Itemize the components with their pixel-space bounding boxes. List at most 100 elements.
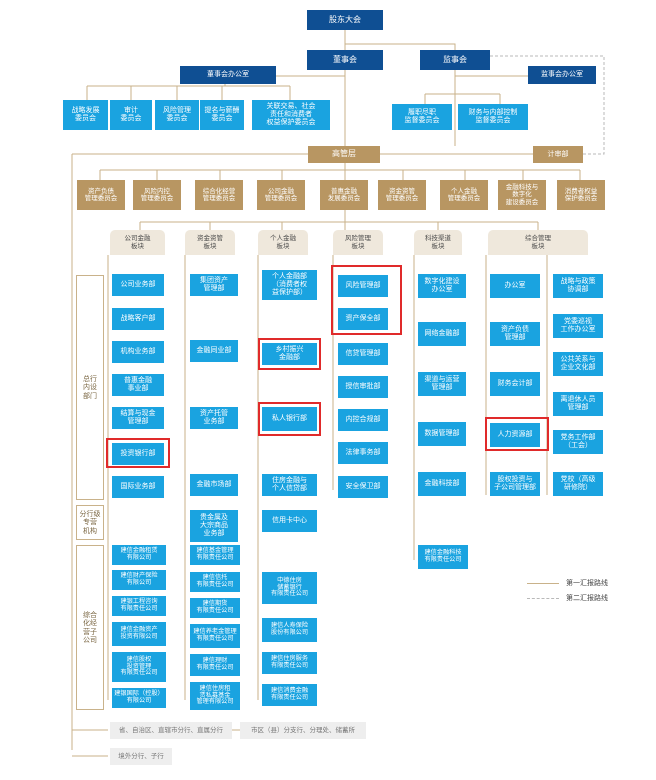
- group-label-branch-special: 分行级 专营 机构: [76, 505, 104, 540]
- mgmt-committee: 风险内控 管理委员会: [133, 180, 181, 210]
- segment-tab: 综合管理 板块: [488, 230, 588, 255]
- dept-risk: 信贷管理部: [338, 343, 388, 365]
- subsidiary-treasury: 建信基金管理 有限责任公司: [190, 545, 240, 565]
- dept-risk: 内控合规部: [338, 409, 388, 431]
- subsidiary-personal: 建信住房服务 有限责任公司: [262, 652, 317, 674]
- mgmt-committee: 消费者权益 保护委员会: [557, 180, 605, 210]
- board-committee: 提名与薪酬 委员会: [200, 100, 244, 130]
- segment-tab: 资金资管 板块: [185, 230, 235, 255]
- dept-personal: 私人银行部: [262, 407, 317, 431]
- dept-corporate: 战略客户部: [112, 308, 164, 330]
- dept-personal: 乡村振兴 金融部: [262, 343, 317, 365]
- provincial-branches: 省、自治区、直辖市分行、直属分行: [110, 722, 232, 739]
- subsidiary-tech: 建信金融科技 有限责任公司: [418, 545, 468, 569]
- dept-corporate: 国际业务部: [112, 476, 164, 498]
- board-committee: 关联交易、社会 责任和消费者 权益保护委员会: [252, 100, 330, 130]
- mgmt-committee: 资金资管 管理委员会: [378, 180, 426, 210]
- subsidiary-treasury: 建信期货 有限责任公司: [190, 598, 240, 618]
- mgmt-committee: 普惠金融 发展委员会: [320, 180, 368, 210]
- dept-treasury: 金融同业部: [190, 340, 238, 362]
- subsidiary-treasury: 建信信托 有限责任公司: [190, 572, 240, 592]
- supervisor-committee: 履职尽职 监督委员会: [392, 104, 452, 130]
- legend-secondary-label: 第二汇报路线: [566, 594, 608, 602]
- audit-department: 计审部: [533, 146, 583, 163]
- senior-management: 高管层: [308, 146, 380, 163]
- dept-admin: 财务会计部: [490, 372, 540, 396]
- group-label-head-office: 总行 内设 部门: [76, 275, 104, 500]
- dept-corporate: 投资银行部: [112, 443, 164, 465]
- dept-personal: 个人金融部 （消费者权 益保护部）: [262, 270, 317, 300]
- board-of-supervisors: 监事会: [420, 50, 490, 70]
- mgmt-committee: 金融科技与 数字化 建设委员会: [498, 180, 546, 210]
- segment-tab: 风险管理 板块: [333, 230, 383, 255]
- subsidiary-personal: 中德住房 储蓄银行 有限责任公司: [262, 572, 317, 604]
- dept-corporate: 机构业务部: [112, 341, 164, 363]
- subsidiary-treasury: 建信住房租 赁私募基金 管理有限公司: [190, 682, 240, 710]
- subsidiary-corporate: 建银国际（控股） 有限公司: [112, 688, 166, 708]
- dept-admin: 资产负债 管理部: [490, 322, 540, 346]
- group-label-subsidiaries: 综合 化经 营子 公司: [76, 545, 104, 710]
- board-of-directors: 董事会: [307, 50, 383, 70]
- highlight-private-banking: [258, 402, 321, 436]
- board-office: 董事会办公室: [180, 66, 276, 84]
- segment-tab: 个人金融 板块: [258, 230, 308, 255]
- subsidiary-treasury: 建信理财 有限责任公司: [190, 654, 240, 676]
- dept-risk: 风险管理部: [338, 275, 388, 297]
- dept-personal: 住房金融与 个人信贷部: [262, 474, 317, 496]
- dept-admin: 党校（高级 研修院）: [553, 472, 603, 496]
- board-committee: 风险管理 委员会: [155, 100, 199, 130]
- dept-tech: 金融科技部: [418, 472, 466, 496]
- dept-tech: 数字化建设 办公室: [418, 274, 466, 298]
- dept-treasury: 资产托管 业务部: [190, 407, 238, 429]
- dept-admin: 党务工作部 （工会）: [553, 430, 603, 454]
- board-committee: 审计 委员会: [110, 100, 152, 130]
- mgmt-committee: 综合化经营 管理委员会: [195, 180, 243, 210]
- highlight-rural-revitalization: [258, 338, 321, 370]
- dept-treasury: 贵金属及 大宗商品 业务部: [190, 510, 238, 542]
- dept-risk: 安全保卫部: [338, 476, 388, 498]
- legend-secondary-line: [527, 598, 559, 599]
- dept-admin: 公共关系与 企业文化部: [553, 352, 603, 376]
- subsidiary-personal: 建信消费金融 有限责任公司: [262, 684, 317, 706]
- subsidiary-personal: 建信人寿保险 股份有限公司: [262, 618, 317, 642]
- dept-risk: 授信审批部: [338, 376, 388, 398]
- dept-treasury: 金融市场部: [190, 474, 238, 496]
- dept-admin: 办公室: [490, 274, 540, 298]
- dept-corporate: 结算与现金 管理部: [112, 407, 164, 429]
- mgmt-committee: 个人金融 管理委员会: [440, 180, 488, 210]
- segment-tab: 科技渠道 板块: [414, 230, 462, 255]
- dept-admin: 党委巡视 工作办公室: [553, 314, 603, 338]
- dept-admin: 人力资源部: [490, 423, 540, 447]
- mgmt-committee: 公司金融 管理委员会: [257, 180, 305, 210]
- highlight-risk-group: [331, 265, 402, 335]
- dept-personal: 信用卡中心: [262, 510, 317, 532]
- subsidiary-corporate: 建信财产保险 有限公司: [112, 570, 166, 590]
- subsidiary-treasury: 建信养老金管理 有限责任公司: [190, 624, 240, 648]
- highlight-investment-banking: [106, 438, 170, 468]
- supervisor-office: 监事会办公室: [528, 66, 596, 84]
- shareholders-meeting: 股东大会: [307, 10, 383, 30]
- board-committee: 战略发展 委员会: [63, 100, 108, 130]
- overseas-branches: 境外分行、子行: [110, 748, 172, 765]
- dept-risk: 法律事务部: [338, 442, 388, 464]
- subsidiary-corporate: 建信金融租赁 有限公司: [112, 545, 166, 565]
- dept-treasury: 集团资产 管理部: [190, 274, 238, 296]
- dept-corporate: 公司业务部: [112, 274, 164, 296]
- dept-admin: 战略与政策 协调部: [553, 274, 603, 298]
- legend-primary-line: [527, 583, 559, 584]
- subsidiary-corporate: 建信股权 投资管理 有限责任公司: [112, 652, 166, 682]
- dept-risk: 资产保全部: [338, 308, 388, 330]
- mgmt-committee: 资产负债 管理委员会: [77, 180, 125, 210]
- dept-admin: 离退休人员 管理部: [553, 392, 603, 416]
- highlight-human-resources: [485, 417, 549, 451]
- subsidiary-corporate: 建银工程咨询 有限责任公司: [112, 596, 166, 616]
- legend-primary-label: 第一汇报路线: [566, 579, 608, 587]
- subsidiary-corporate: 建信金融资产 投资有限公司: [112, 622, 166, 646]
- dept-tech: 网络金融部: [418, 322, 466, 346]
- segment-tab: 公司金融 板块: [110, 230, 165, 255]
- connector-line: [345, 43, 456, 50]
- supervisor-committee: 财务与内部控制 监督委员会: [458, 104, 528, 130]
- dept-tech: 数据管理部: [418, 422, 466, 446]
- dept-corporate: 普惠金融 事业部: [112, 374, 164, 396]
